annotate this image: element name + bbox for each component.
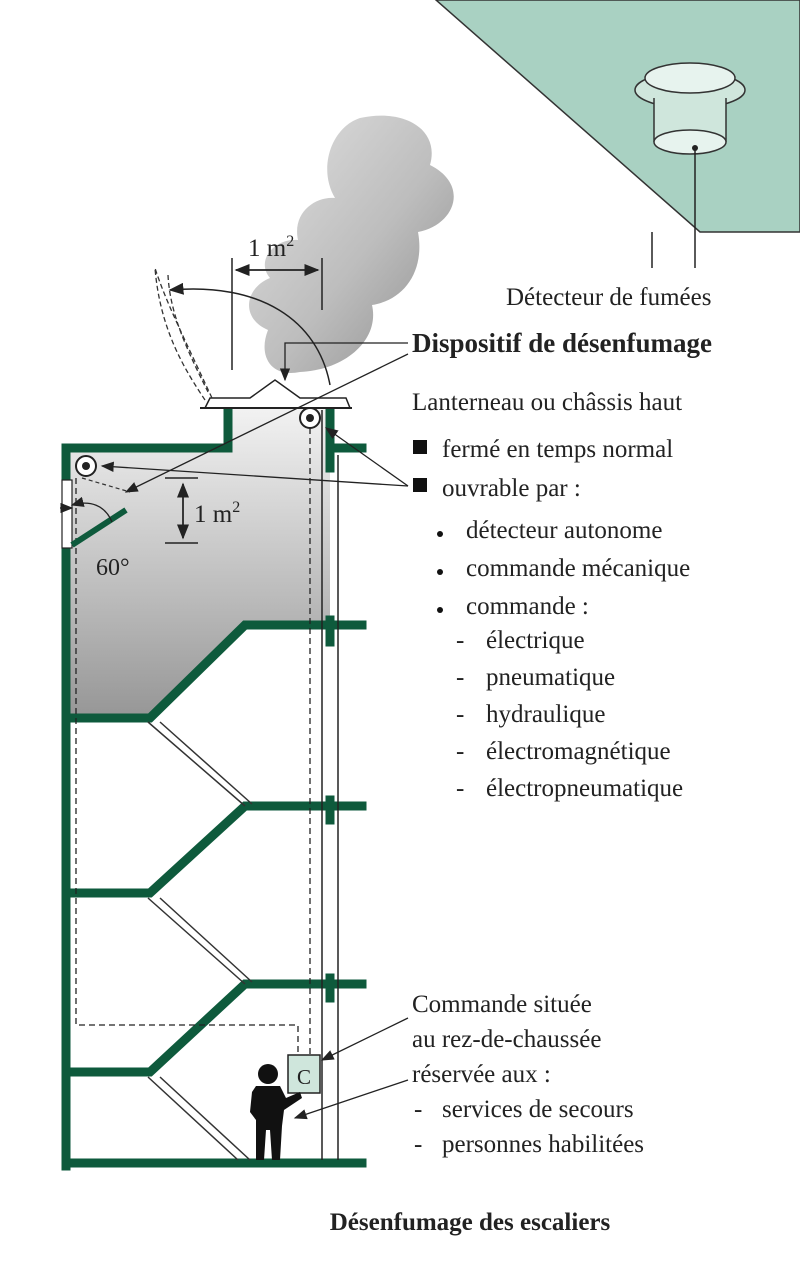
dot-bullet-icon: [437, 569, 443, 575]
device-subtitle: Lanterneau ou châssis haut: [412, 389, 682, 416]
person-icon: [250, 1064, 302, 1160]
top-dimension: [231, 258, 323, 370]
dash-bullet: -: [456, 701, 464, 728]
command-type-item: électrique: [486, 627, 585, 654]
square-bullet-icon: [413, 440, 427, 454]
command-type-item: électropneumatique: [486, 775, 683, 802]
side-window: [60, 477, 131, 549]
dash-bullet: -: [456, 738, 464, 765]
ground-control-user: personnes habilitées: [442, 1131, 644, 1158]
window-pulley-icon: [75, 455, 97, 477]
stair-flights: [147, 721, 253, 1161]
figure-caption: Désenfumage des escaliers: [330, 1209, 611, 1236]
svg-text:C: C: [297, 1065, 311, 1089]
command-type-item: électromagnétique: [486, 738, 671, 765]
command-type-item: pneumatique: [486, 664, 615, 691]
dot-bullet-icon: [437, 531, 443, 537]
opener-item: détecteur autonome: [466, 517, 662, 544]
square-bullet-icon: [413, 478, 427, 492]
smoke-detector-label: Détecteur de fumées: [506, 284, 711, 311]
side-dimension-label: 1 m2: [194, 499, 240, 528]
dash-bullet: -: [414, 1096, 422, 1123]
smoke-detector-icon: [634, 62, 746, 155]
dash-bullet: -: [414, 1131, 422, 1158]
dash-bullet: -: [456, 775, 464, 802]
smoke-plume: [249, 115, 454, 373]
ceiling-panel: [434, 0, 800, 233]
ground-control-line: Commande située: [412, 991, 592, 1018]
ground-control-line: au rez-de-chaussée: [412, 1026, 601, 1053]
pointer-lines: [100, 342, 409, 1120]
stairwell-inner-wall: [321, 410, 339, 1160]
side-dimension: [165, 477, 198, 544]
command-type-item: hydraulique: [486, 701, 605, 728]
state-item: fermé en temps normal: [442, 436, 673, 463]
command-cable: [75, 478, 299, 1055]
device-title: Dispositif de désenfumage: [412, 328, 712, 358]
roof-hatch: [154, 267, 352, 409]
opener-item: commande mécanique: [466, 555, 690, 582]
dot-bullet-icon: [437, 607, 443, 613]
ground-control-line: réservée aux :: [412, 1061, 551, 1088]
state-item: ouvrable par :: [442, 475, 581, 502]
dash-bullet: -: [456, 627, 464, 654]
angle-label: 60°: [96, 555, 130, 581]
dash-bullet: -: [456, 664, 464, 691]
ground-command-box: C: [287, 1054, 321, 1094]
hatch-pulley-icon: [299, 407, 321, 429]
opener-item: commande :: [466, 593, 589, 620]
top-dimension-label: 1 m2: [248, 233, 294, 262]
ground-control-user: services de secours: [442, 1096, 634, 1123]
